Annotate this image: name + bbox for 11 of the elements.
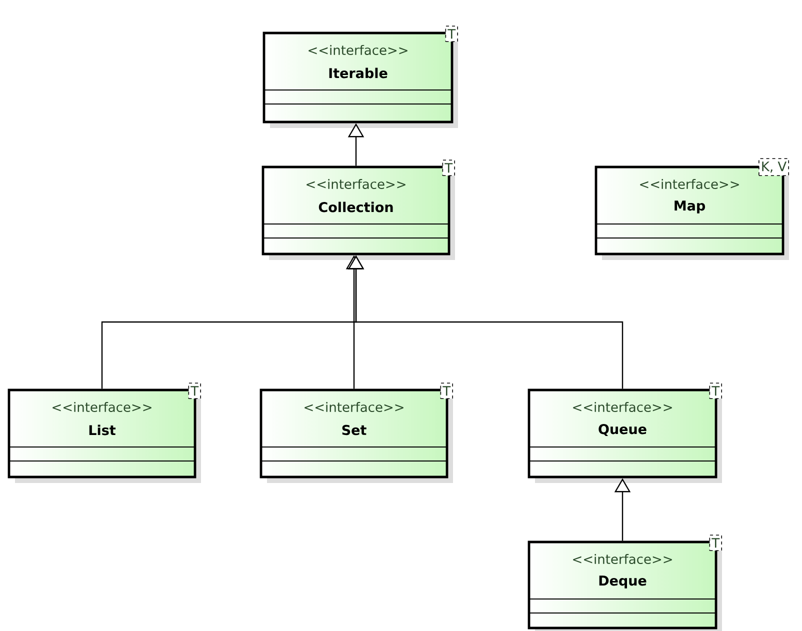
interface-box: <<interface>> Collection T [262, 160, 455, 260]
interface-box: <<interface>> List T [8, 382, 201, 483]
node-label: T [712, 538, 720, 548]
node-label: T [448, 29, 456, 39]
interface-box: <<interface>> Set T [260, 382, 453, 483]
node-label: K, V [762, 162, 786, 173]
interface-box: <<interface>> Queue T [528, 382, 722, 483]
interface-box: <<interface>> Map K, V [594, 158, 790, 260]
node-label: T [712, 386, 720, 396]
interface-box: <<interface>> Deque T [528, 534, 722, 631]
interface-box: <<interface>> Iterable T [262, 26, 458, 128]
